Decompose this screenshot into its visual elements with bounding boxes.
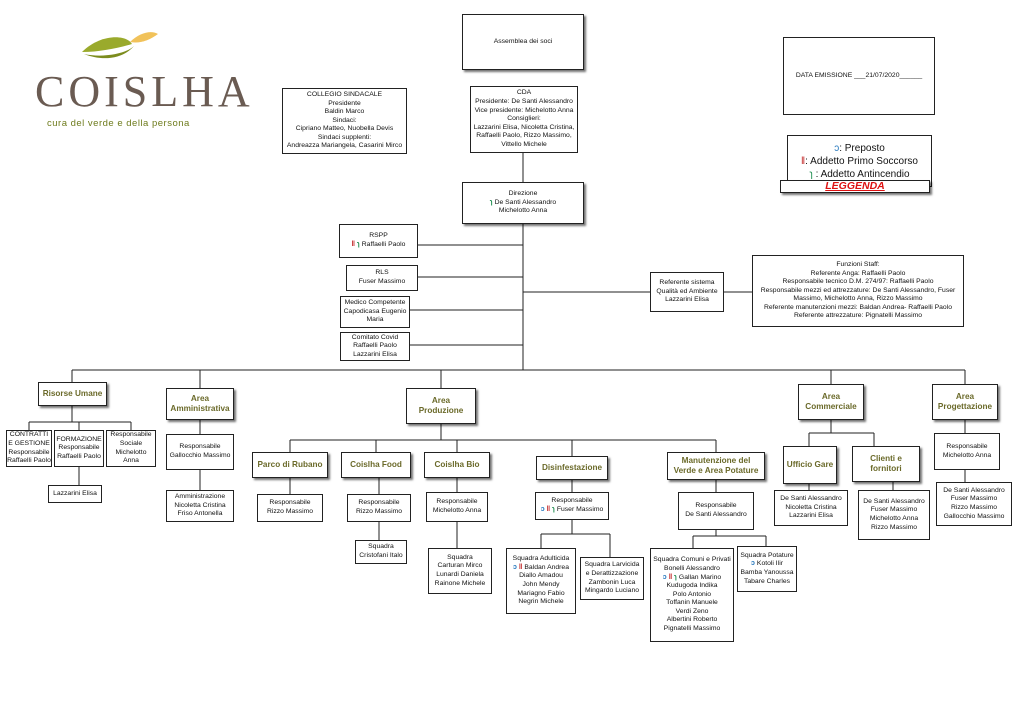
dept-area-produzione: Area Produzione xyxy=(406,388,476,424)
coislha-leaf-logo xyxy=(82,32,158,59)
squadra-larvicida-box: Squadra Larvicida e Derattizzazione Zamb… xyxy=(580,557,644,600)
unit-parco-rubano: Parco di Rubano xyxy=(252,452,328,478)
primo-soccorso-icon: ǁ xyxy=(668,573,673,581)
bio-responsabile-box: Responsabile Michelotto Anna xyxy=(426,492,488,522)
primo-soccorso-icon: ǁ xyxy=(801,155,806,167)
medico-competente-box: Medico Competente Capodicasa Eugenio Mar… xyxy=(340,296,410,328)
manut-responsabile-box: Responsabile De Santi Alessandro xyxy=(678,492,754,530)
cda-box: CDA Presidente: De Santi Alessandro Vice… xyxy=(470,86,578,153)
progett-people-box: De Santi Alessandro Fuser Massimo Rizzo … xyxy=(936,482,1012,526)
legend-antincendio: ɿ : Addetto Antincendio xyxy=(809,168,910,180)
dept-area-progettazione: Area Progettazione xyxy=(932,384,998,420)
comitato-covid-box: Comitato Covid Raffaelli Paolo Lazzarini… xyxy=(340,332,410,361)
primo-soccorso-icon: ǁ xyxy=(351,241,356,248)
preposto-icon: ↄ xyxy=(513,563,517,571)
primo-soccorso-icon: ǁ xyxy=(546,506,551,513)
clienti-people-box: De Santi Alessandro Fuser Massimo Michel… xyxy=(858,490,930,540)
responsabile-sociale-box: Responsabile Sociale Michelotto Anna xyxy=(106,430,156,467)
preposto-icon: ↄ xyxy=(540,506,545,513)
unit-manutenzione-verde: Manutenzione del Verde e Area Potature xyxy=(667,452,765,480)
funzioni-staff-box: Funzioni Staff: Referente Anga: Raffaell… xyxy=(752,255,964,327)
unit-clienti-fornitori: Clienti e fornitori xyxy=(852,446,920,482)
contratti-gestione-box: CONTRATTI E GESTIONE Responsabile Raffae… xyxy=(6,430,52,467)
food-squadra-box: Squadra Cristofani Italo xyxy=(355,540,407,564)
legend-title-box: LEGGENDA xyxy=(780,180,930,193)
rubano-responsabile-box: Responsabile Rizzo Massimo xyxy=(257,494,323,522)
risorse-staff-box: Lazzarini Elisa xyxy=(48,485,102,503)
legend-primo-soccorso: ǁ: Addetto Primo Soccorso xyxy=(801,155,918,167)
antincendio-icon: ɿ xyxy=(357,241,360,248)
antincendio-icon: ɿ xyxy=(674,573,677,581)
amministrazione-box: Amministrazione Nicoletta Cristina Friso… xyxy=(166,490,234,522)
antincendio-icon: ɿ xyxy=(552,506,555,513)
primo-soccorso-icon: ǁ xyxy=(518,563,523,571)
food-responsabile-box: Responsabile Rizzo Massimo xyxy=(347,494,411,522)
preposto-icon: ↄ xyxy=(751,560,755,568)
assemblea-box: Assemblea dei soci xyxy=(462,14,584,70)
bio-squadra-box: Squadra Carturan Mirco Lunardi Daniela R… xyxy=(428,548,492,594)
formazione-box: FORMAZIONE Responsabile Raffaelli Paolo xyxy=(54,430,104,467)
unit-coislha-food: Coislha Food xyxy=(341,452,411,478)
rls-box: RLS Fuser Massimo xyxy=(346,265,418,291)
dept-area-commerciale: Area Commerciale xyxy=(798,384,864,420)
preposto-icon: ↄ xyxy=(662,573,667,581)
logo-wordmark: COISLHA xyxy=(35,67,254,116)
gare-people-box: De Santi Alessandro Nicoletta Cristina L… xyxy=(774,490,848,526)
dept-risorse-umane: Risorse Umane xyxy=(38,382,107,406)
dept-area-amministrativa: Area Amministrativa xyxy=(166,388,234,420)
legend-preposto: ↄ: Preposto xyxy=(834,142,885,154)
legend-box: ↄ: Preposto ǁ: Addetto Primo Soccorso ɿ … xyxy=(787,135,932,187)
unit-coislha-bio: Coislha Bio xyxy=(424,452,490,478)
preposto-icon: ↄ xyxy=(834,142,840,154)
legend-title: LEGGENDA xyxy=(825,180,885,193)
unit-ufficio-gare: Ufficio Gare xyxy=(783,446,837,484)
squadra-comuni-privati-box: Squadra Comuni e Privati Bonelli Alessan… xyxy=(650,548,734,642)
antincendio-icon: ɿ xyxy=(809,168,813,180)
date-issue-text: DATA EMISSIONE ___21/07/2020______ xyxy=(795,71,923,79)
collegio-sindacale-box: COLLEGIO SINDACALE Presidente Baldin Mar… xyxy=(282,88,407,154)
antincendio-icon: ɿ xyxy=(489,198,493,206)
unit-disinfestazione: Disinfestazione xyxy=(536,456,608,480)
date-issue-box: DATA EMISSIONE ___21/07/2020______ xyxy=(783,37,935,115)
logo-tagline: cura del verde e della persona xyxy=(47,118,190,129)
amm-responsabile-box: Responsabile Gallocchio Massimo xyxy=(166,434,234,470)
referente-qualita-box: Referente sistema Qualità ed Ambiente La… xyxy=(650,272,724,312)
progett-responsabile-box: Responsabile Michelotto Anna xyxy=(934,433,1000,470)
